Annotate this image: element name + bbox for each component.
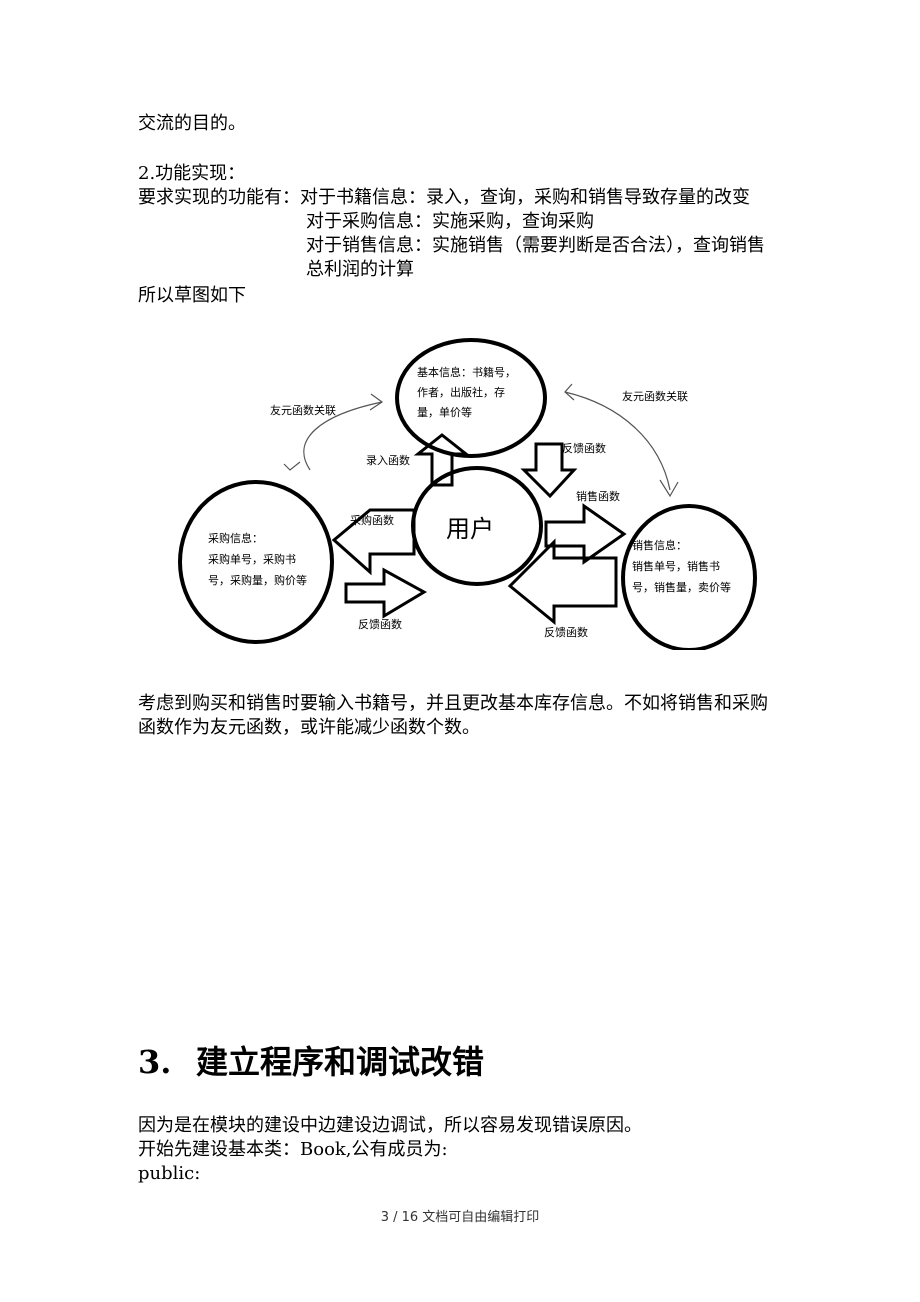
svg-text:友元函数关联: 友元函数关联 [270,403,336,417]
svg-text:作者，出版社，存: 作者，出版社，存 [417,385,505,399]
body-text-line: 交流的目的。 [138,113,246,134]
svg-text:销售函数: 销售函数 [576,489,620,503]
svg-text:录入函数: 录入函数 [366,454,410,467]
body-text-line: 所以草图如下 [138,285,246,306]
svg-text:用户: 用户 [446,515,494,543]
body-text-line: 对于采购信息：实施采购，查询采购 [306,211,594,232]
feedback-right-arrow [507,538,618,626]
subsection-title: 2.功能实现： [138,163,246,184]
body-text-line: 因为是在模块的建设中边建设边调试，所以容易发现错误原因。 [138,1115,642,1136]
friend-link-right [564,391,671,491]
section-number: 3. [138,1043,172,1081]
svg-text:采购单号，采购书: 采购单号，采购书 [208,552,296,566]
body-text-line: 要求实现的功能有：对于书籍信息：录入，查询，采购和销售导致存量的改变 [138,187,750,208]
body-text-line: 对于销售信息：实施销售（需要判断是否合法），查询销售 [306,235,765,256]
friend-right-label: 友元函数关联 [622,389,688,403]
input-arrow [413,433,471,487]
svg-text:反馈函数: 反馈函数 [562,442,606,455]
basic-info-label-line: 作者，出版社，存 [417,385,505,399]
svg-text:采购信息：: 采购信息： [208,531,263,545]
sales-info-label-line: 号，销售量，卖价等 [632,580,731,594]
sales-arrow [544,503,627,565]
purchase-info-circle [178,480,334,644]
friend-link-left-head [369,393,384,411]
friend-link-left [303,401,383,471]
user-label: 用户 [446,515,494,543]
svg-text:反馈函数: 反馈函数 [358,618,402,631]
sales-info-label-line: 销售信息： [632,538,687,552]
body-text-line: 开始先建设基本类：Book,公有成员为: [138,1139,448,1160]
basic-info-label-line: 量，单价等 [417,405,472,419]
sales-func-label: 销售函数 [576,489,620,503]
svg-text:销售信息：: 销售信息： [632,538,687,552]
feedback-left-arrow [344,567,428,619]
body-text-line: 函数作为友元函数，或许能减少函数个数。 [138,717,480,738]
purchase-info-label-line: 采购信息： [208,531,263,545]
section-heading: 3. 建立程序和调试改错 [138,1040,484,1084]
body-text-line: 总利润的计算 [306,259,414,280]
section-title: 建立程序和调试改错 [196,1043,485,1081]
sales-info-label-line: 销售单号，销售书 [632,559,720,573]
svg-text:友元函数关联: 友元函数关联 [622,389,688,403]
code-text-line: public: [138,1163,201,1184]
feedback-right-label: 反馈函数 [544,626,588,639]
input-func-label: 录入函数 [366,454,410,467]
basic-info-label-line: 基本信息：书籍号， [417,365,516,379]
svg-text:基本信息：书籍号，: 基本信息：书籍号， [417,365,516,379]
svg-text:号，销售量，卖价等: 号，销售量，卖价等 [632,580,731,594]
svg-text:销售单号，销售书: 销售单号，销售书 [632,559,720,573]
friend-left-label: 友元函数关联 [270,403,336,417]
svg-text:量，单价等: 量，单价等 [417,405,472,419]
feedback-left-label: 反馈函数 [358,618,402,631]
purchase-info-label-line: 采购单号，采购书 [208,552,296,566]
feedback-top-arrow [520,442,578,499]
svg-text:采购函数: 采购函数 [350,513,394,527]
purchase-info-label-line: 号，采购量，购价等 [208,573,307,587]
purchase-arrow [331,508,416,576]
page-footer: 3 / 16 文档可自由编辑打印 [380,1210,540,1225]
feedback-top-label: 反馈函数 [562,442,606,455]
purchase-func-label: 采购函数 [350,513,394,527]
svg-text:反馈函数: 反馈函数 [544,626,588,639]
basic-info-circle [395,338,547,458]
body-text-line: 考虑到购买和销售时要输入书籍号，并且更改基本库存信息。不如将销售和采购 [138,693,768,714]
module-sketch-diagram: 基本信息：书籍号， 作者，出版社，存 量，单价等 采购信息： 采购单号，采购书 … [178,338,757,650]
svg-text:号，采购量，购价等: 号，采购量，购价等 [208,573,307,587]
sales-info-circle [621,504,757,650]
